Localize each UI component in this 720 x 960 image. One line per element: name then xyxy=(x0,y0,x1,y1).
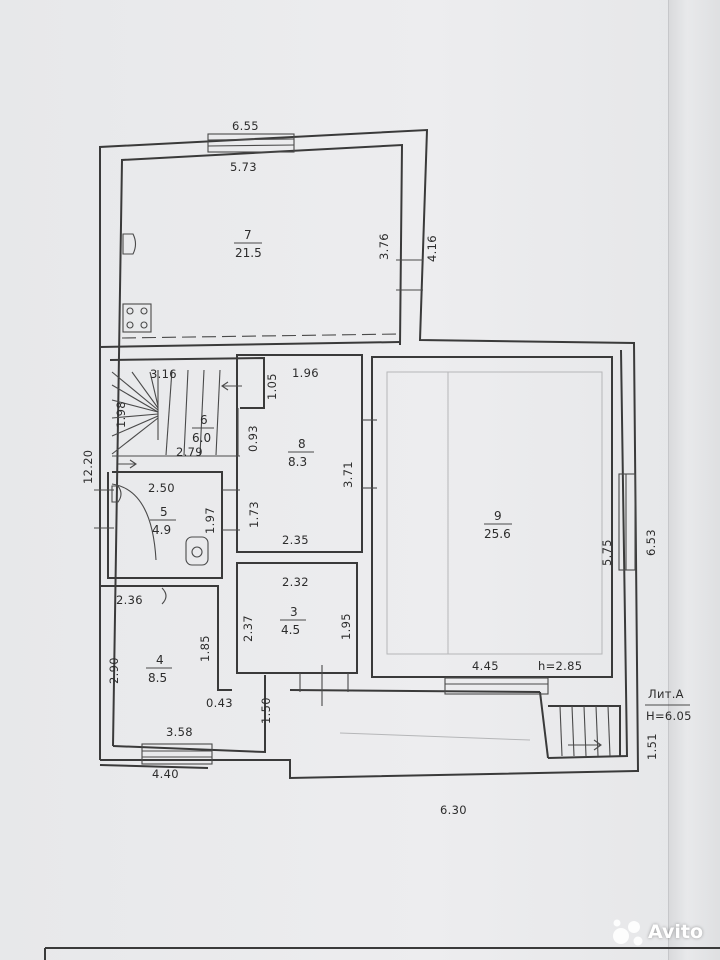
porch-stairs xyxy=(548,705,621,757)
dim-stair-top: 3.16 xyxy=(150,367,177,381)
dim-room5-height: 1.97 xyxy=(203,507,217,534)
dim-room4-height: 2.90 xyxy=(107,657,121,684)
dim-room9-outer: 6.53 xyxy=(644,529,658,556)
dim-105: 1.05 xyxy=(265,373,279,400)
ceiling-height-label: h=2.85 xyxy=(538,659,582,673)
dashed-wall-room7 xyxy=(121,333,401,339)
avito-watermark: Avito xyxy=(612,916,703,948)
avito-logo-icon xyxy=(613,919,643,946)
window-top xyxy=(207,133,295,153)
room-area: 6.0 xyxy=(192,431,211,445)
room-number: 9 xyxy=(494,509,502,523)
dim-room8-top: 1.96 xyxy=(292,366,319,380)
room-area: 25.6 xyxy=(484,527,511,541)
next-page-edge xyxy=(668,0,720,960)
room-area: 8.5 xyxy=(148,671,167,685)
room-number: 4 xyxy=(156,653,164,667)
fixtures xyxy=(111,233,209,605)
room-area: 8.3 xyxy=(288,455,307,469)
sink-icon xyxy=(122,233,137,255)
room-number: 6 xyxy=(200,413,208,427)
dim-093: 0.93 xyxy=(246,425,260,452)
dim-room7-outer: 4.16 xyxy=(425,235,439,262)
dim-room7-height: 3.76 xyxy=(377,233,391,260)
doors xyxy=(111,419,377,706)
dimension-labels: 6.55 5.73 3.76 4.16 3.16 1.98 1.05 1.96 … xyxy=(81,119,659,817)
window-bottom-left xyxy=(141,743,213,765)
dim-room4-bottom: 3.58 xyxy=(166,725,193,739)
dim-185: 1.85 xyxy=(198,635,212,662)
litera-label: Лит.А xyxy=(648,687,684,701)
sink-room4-icon xyxy=(161,587,167,605)
window-room5 xyxy=(94,489,114,529)
room-labels: 7 21.5 6 6.0 8 8.3 9 25.6 5 4.9 3 4.5 4 … xyxy=(146,228,512,685)
dim-top-inner: 5.73 xyxy=(230,160,257,174)
dim-bottom-right-outer: 6.30 xyxy=(440,803,467,817)
stove-icon xyxy=(122,303,152,333)
washbasin-icon xyxy=(111,485,122,503)
litera-height: H=6.05 xyxy=(646,709,692,723)
dim-room3-width: 2.32 xyxy=(282,575,309,589)
dim-room3-height: 1.95 xyxy=(339,613,353,640)
interior-walls xyxy=(100,354,613,759)
window-room9-right xyxy=(618,473,636,571)
room-number: 7 xyxy=(244,228,252,242)
dim-room5-width: 2.50 xyxy=(148,481,175,495)
dim-150: 1.50 xyxy=(259,697,273,724)
window-room7 xyxy=(396,259,423,291)
dim-room9-width: 4.45 xyxy=(472,659,499,673)
dim-stair-bottom: 2.79 xyxy=(176,445,203,459)
dim-porch: 1.51 xyxy=(645,733,659,760)
toilet-icon xyxy=(185,536,209,566)
room-number: 5 xyxy=(160,505,168,519)
dim-room9-height: 5.75 xyxy=(600,539,614,566)
wall-under-room7 xyxy=(99,341,401,348)
room-area: 4.9 xyxy=(152,523,171,537)
room-number: 8 xyxy=(298,437,306,451)
room-number: 3 xyxy=(290,605,298,619)
dim-room8-width: 2.35 xyxy=(282,533,309,547)
dim-room8-height: 3.71 xyxy=(341,461,355,488)
staircase xyxy=(111,369,242,469)
dim-top-outer: 6.55 xyxy=(232,119,259,133)
room-area: 21.5 xyxy=(235,246,262,260)
dim-bottom-left-outer: 4.40 xyxy=(152,767,179,781)
dim-173: 1.73 xyxy=(247,501,261,528)
dim-room4-width: 2.36 xyxy=(116,593,143,607)
dim-237: 2.37 xyxy=(241,615,255,642)
dim-total-height: 12.20 xyxy=(81,450,95,484)
window-room9-bottom xyxy=(444,677,549,695)
faint-underlay xyxy=(339,371,603,741)
dim-043: 0.43 xyxy=(206,696,233,710)
watermark-text: Avito xyxy=(648,921,704,943)
room-area: 4.5 xyxy=(281,623,300,637)
dim-stair-side: 1.98 xyxy=(114,401,128,428)
